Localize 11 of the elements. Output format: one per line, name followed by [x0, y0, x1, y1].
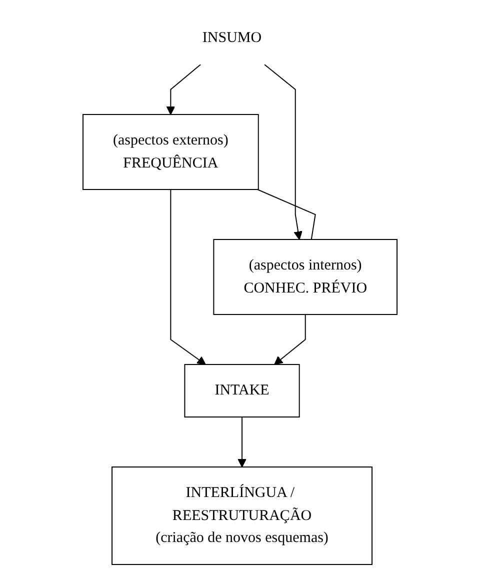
arrow: [264, 64, 302, 240]
arrow: [166, 64, 202, 116]
node-box: INTAKE: [184, 364, 300, 418]
node-text: INSUMO: [202, 30, 262, 46]
arrow: [274, 314, 306, 366]
node-box: (aspectos externos) FREQUÊNCIA: [82, 114, 259, 190]
node-box: INTERLÍNGUA / REESTRUTURAÇÃO (criação de novos esquemas): [112, 466, 372, 566]
node-box: (aspectos internos) CONHEC. PRÉVIO: [213, 239, 398, 316]
arrow: [170, 189, 206, 366]
arrow: [238, 416, 246, 468]
connector: [256, 189, 316, 240]
